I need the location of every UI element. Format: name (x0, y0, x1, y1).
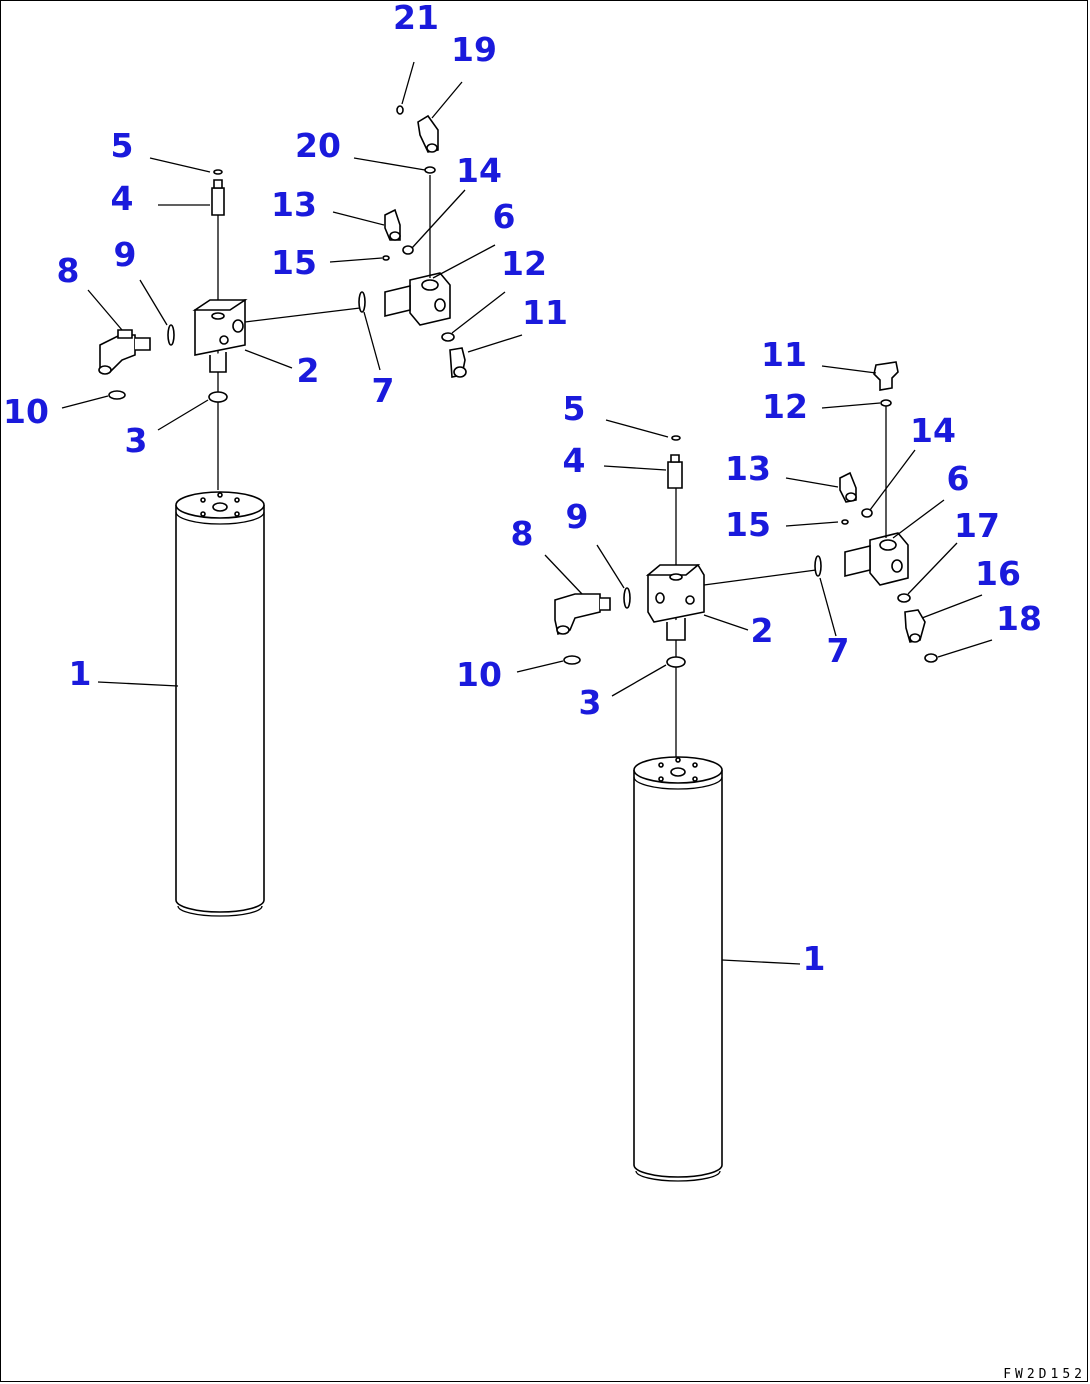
right-callout-14: 14 (910, 411, 956, 450)
left-callout-15: 15 (271, 243, 317, 282)
left-ring-21 (396, 105, 404, 115)
right-callout-6: 6 (947, 459, 970, 498)
right-fitting-16 (904, 609, 926, 643)
right-callout-4: 4 (563, 441, 586, 480)
right-callout-18: 18 (996, 599, 1042, 638)
right-callout-5: 5 (563, 389, 586, 428)
left-ring-20 (424, 166, 436, 174)
left-callout-1: 1 (69, 654, 92, 693)
right-callout-11: 11 (761, 335, 807, 374)
left-callout-5: 5 (111, 126, 134, 165)
right-callout-16: 16 (975, 554, 1021, 593)
left-callout-11: 11 (522, 293, 568, 332)
left-callout-2: 2 (297, 351, 320, 390)
left-ring-5 (213, 169, 223, 175)
left-callout-8: 8 (57, 251, 80, 290)
left-ring-10 (108, 390, 126, 400)
right-gasket-7 (814, 555, 822, 577)
right-ring-10 (563, 655, 581, 665)
right-ring-17 (897, 593, 911, 603)
right-callout-10: 10 (456, 655, 502, 694)
left-ring-15 (382, 255, 390, 261)
right-callout-13: 13 (725, 449, 771, 488)
left-ring-12 (441, 332, 455, 342)
right-oring-3 (666, 656, 686, 668)
left-elbow-8 (98, 329, 151, 375)
left-callout-21: 21 (393, 0, 439, 37)
right-leader-lines (516, 365, 993, 965)
right-callout-15: 15 (725, 505, 771, 544)
left-callouts: 1 2 3 4 5 6 7 8 9 10 11 12 13 14 15 19 2… (3, 0, 568, 693)
right-ring-18 (924, 653, 938, 663)
right-ring-12 (880, 399, 892, 407)
right-callout-2: 2 (751, 611, 774, 650)
right-fitting-8 (554, 593, 611, 636)
left-leader-lines (61, 61, 523, 687)
left-callout-20: 20 (295, 126, 341, 165)
left-oring-3 (208, 391, 228, 403)
right-ring-14 (861, 508, 873, 518)
right-plug-11 (873, 361, 899, 391)
drawing-code: FW2D152 (1003, 1367, 1086, 1382)
left-elbow-19 (417, 114, 439, 153)
left-fitting-4 (211, 179, 225, 216)
right-elbow-13 (839, 471, 857, 503)
left-callout-14: 14 (456, 151, 502, 190)
right-ring-9 (623, 587, 631, 609)
left-cylinder (175, 491, 265, 917)
left-callout-7: 7 (372, 371, 395, 410)
left-callout-3: 3 (125, 421, 148, 460)
right-assembly: 1 2 3 4 5 6 7 8 9 10 11 12 13 14 15 16 1… (456, 335, 1042, 1182)
left-callout-13: 13 (271, 185, 317, 224)
right-callout-9: 9 (566, 497, 589, 536)
left-gasket-7 (358, 291, 366, 313)
left-callout-4: 4 (111, 179, 134, 218)
right-ring-15 (841, 519, 849, 525)
left-callout-10: 10 (3, 392, 49, 431)
right-ring-5 (671, 435, 681, 441)
right-valve-block (645, 564, 705, 641)
left-ring-14 (402, 245, 414, 255)
left-callout-6: 6 (493, 197, 516, 236)
left-elbow-13 (384, 208, 401, 241)
left-valve-6 (384, 272, 451, 326)
right-callout-3: 3 (579, 683, 602, 722)
left-valve-block (192, 299, 248, 373)
left-plug-11 (449, 347, 467, 378)
left-callout-12: 12 (501, 244, 547, 283)
right-callouts: 1 2 3 4 5 6 7 8 9 10 11 12 13 14 15 16 1… (456, 335, 1042, 978)
left-assembly: 1 2 3 4 5 6 7 8 9 10 11 12 13 14 15 19 2… (3, 0, 568, 917)
left-callout-19: 19 (451, 30, 497, 69)
right-callout-7: 7 (827, 631, 850, 670)
right-callout-17: 17 (954, 506, 1000, 545)
right-callout-8: 8 (511, 514, 534, 553)
right-cylinder (633, 756, 723, 1182)
right-callout-1: 1 (803, 939, 826, 978)
right-callout-12: 12 (762, 387, 808, 426)
right-fitting-4 (667, 454, 683, 489)
right-valve-6 (844, 532, 909, 586)
left-ring-9 (167, 324, 175, 346)
left-callout-9: 9 (114, 235, 137, 274)
